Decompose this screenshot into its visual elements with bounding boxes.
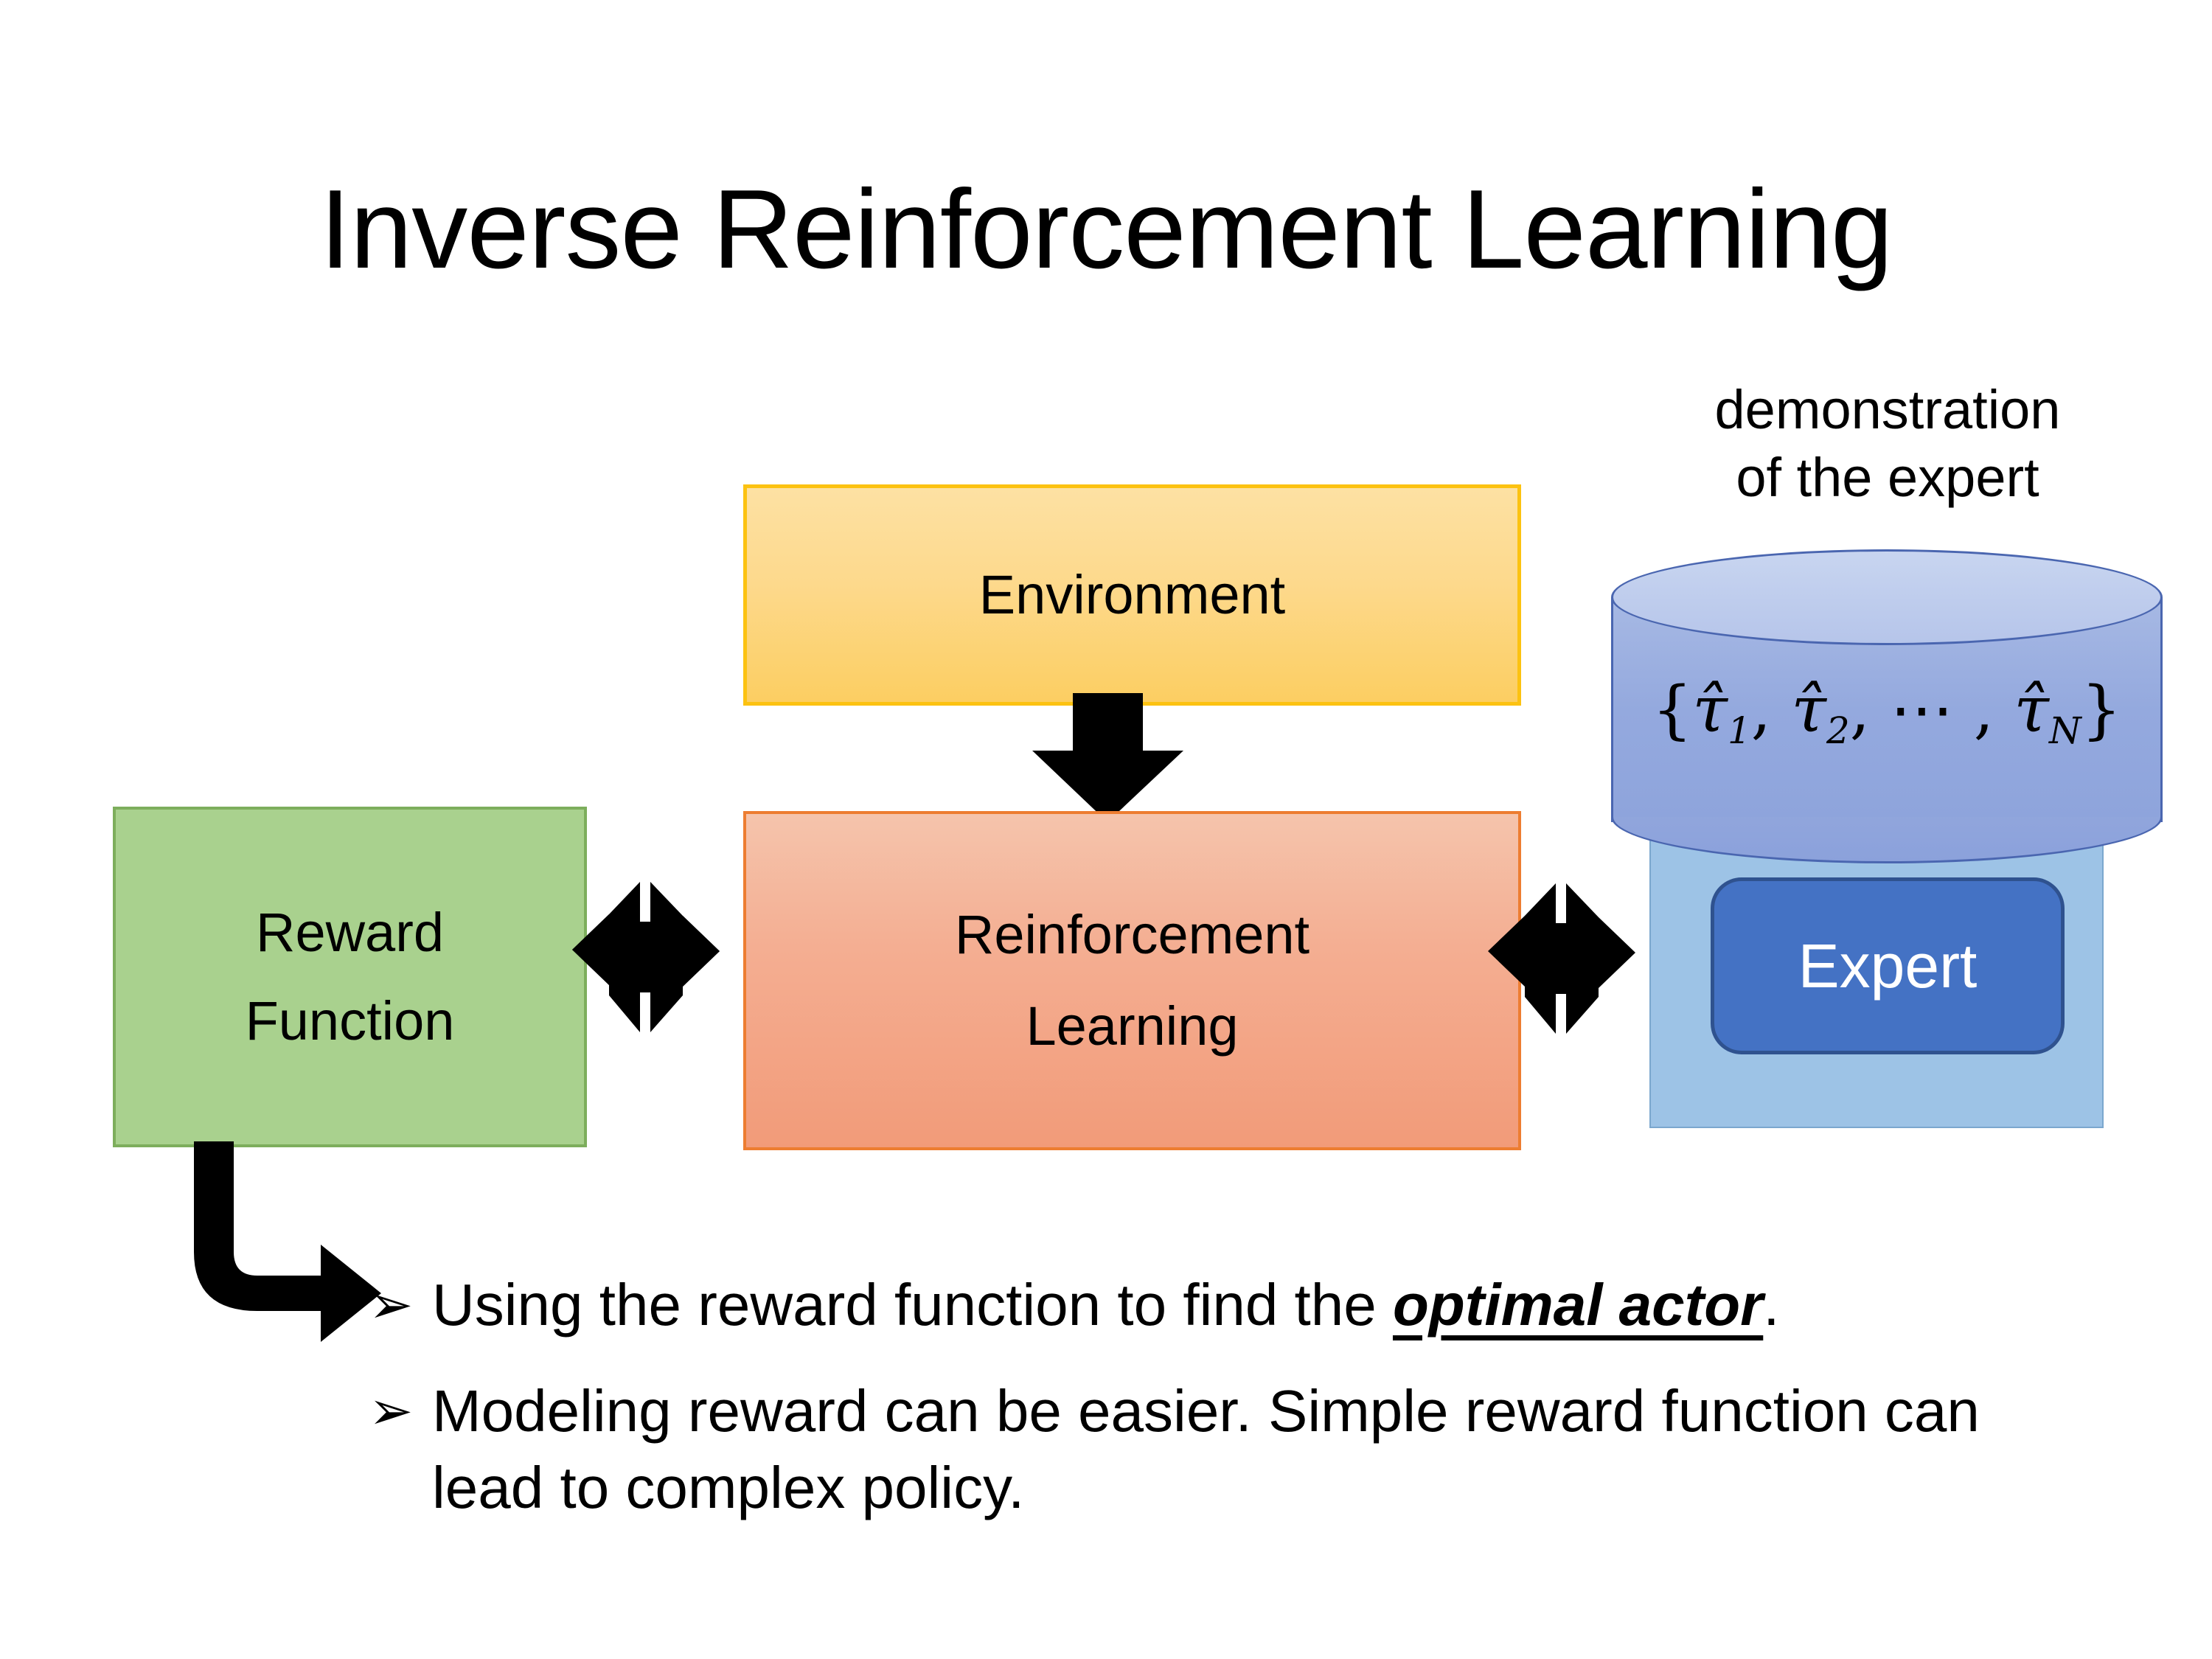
bullet-arrow-icon: ➢ — [369, 1380, 414, 1441]
node-reinforcement-learning[interactable]: Reinforcement Learning — [743, 811, 1521, 1150]
page-title: Inverse Reinforcement Learning — [319, 167, 1893, 292]
bullet-1-prefix: Using the reward function to find the — [432, 1272, 1393, 1338]
formula-subscript-n: N — [2048, 709, 2081, 752]
formula-tau-1: τ̂ — [1692, 673, 1728, 747]
arrow-quad-rl-expert — [1488, 879, 1635, 1040]
bullet-2-text: Modeling reward can be easier. Simple re… — [432, 1378, 1980, 1520]
arrow-quad-reward-rl — [572, 877, 720, 1038]
node-rl-label-line1: Reinforcement — [954, 903, 1310, 965]
node-reward-label-line2: Function — [245, 990, 455, 1051]
trajectory-set-formula: {τ̂1, τ̂2, ⋯ , τ̂N} — [1611, 673, 2163, 752]
demonstration-caption: demonstration of the expert — [1615, 376, 2160, 512]
bullet-list: ➢ Using the reward function to find the … — [369, 1267, 2101, 1526]
node-rl-label-line2: Learning — [1026, 995, 1239, 1057]
node-reward-function[interactable]: Reward Function — [113, 807, 587, 1147]
bullet-1-emphasis: optimal actor — [1392, 1272, 1764, 1338]
formula-separator-1: , — [1750, 673, 1792, 747]
node-reward-label-line1: Reward — [256, 901, 444, 963]
formula-subscript-1: 1 — [1727, 709, 1751, 752]
arrow-reward-to-bullets — [194, 1141, 381, 1342]
formula-open-brace: { — [1652, 673, 1693, 747]
list-item: ➢ Modeling reward can be easier. Simple … — [369, 1373, 2101, 1526]
node-expert[interactable]: Expert — [1711, 877, 2065, 1054]
demonstration-caption-line1: demonstration — [1714, 379, 2061, 440]
node-environment[interactable]: Environment — [743, 484, 1521, 706]
cylinder-top-ellipse — [1611, 549, 2163, 645]
demonstration-cylinder[interactable]: {τ̂1, τ̂2, ⋯ , τ̂N} — [1611, 549, 2163, 863]
list-item: ➢ Using the reward function to find the … — [369, 1267, 2101, 1343]
bullet-arrow-icon: ➢ — [369, 1273, 414, 1335]
demonstration-caption-line2: of the expert — [1736, 446, 2039, 508]
bullet-1-text: Using the reward function to find the op… — [432, 1267, 2101, 1343]
node-expert-label: Expert — [1798, 931, 1978, 1001]
formula-close-brace: } — [2081, 673, 2122, 747]
formula-subscript-2: 2 — [1826, 709, 1850, 752]
formula-separator-2: , ⋯ , — [1849, 673, 2014, 747]
formula-tau-n: τ̂ — [2014, 673, 2049, 747]
bullet-1-suffix: . — [1763, 1272, 1780, 1338]
formula-tau-2: τ̂ — [1791, 673, 1826, 747]
node-environment-label: Environment — [978, 563, 1286, 625]
arrow-environment-to-rl — [1032, 693, 1183, 822]
